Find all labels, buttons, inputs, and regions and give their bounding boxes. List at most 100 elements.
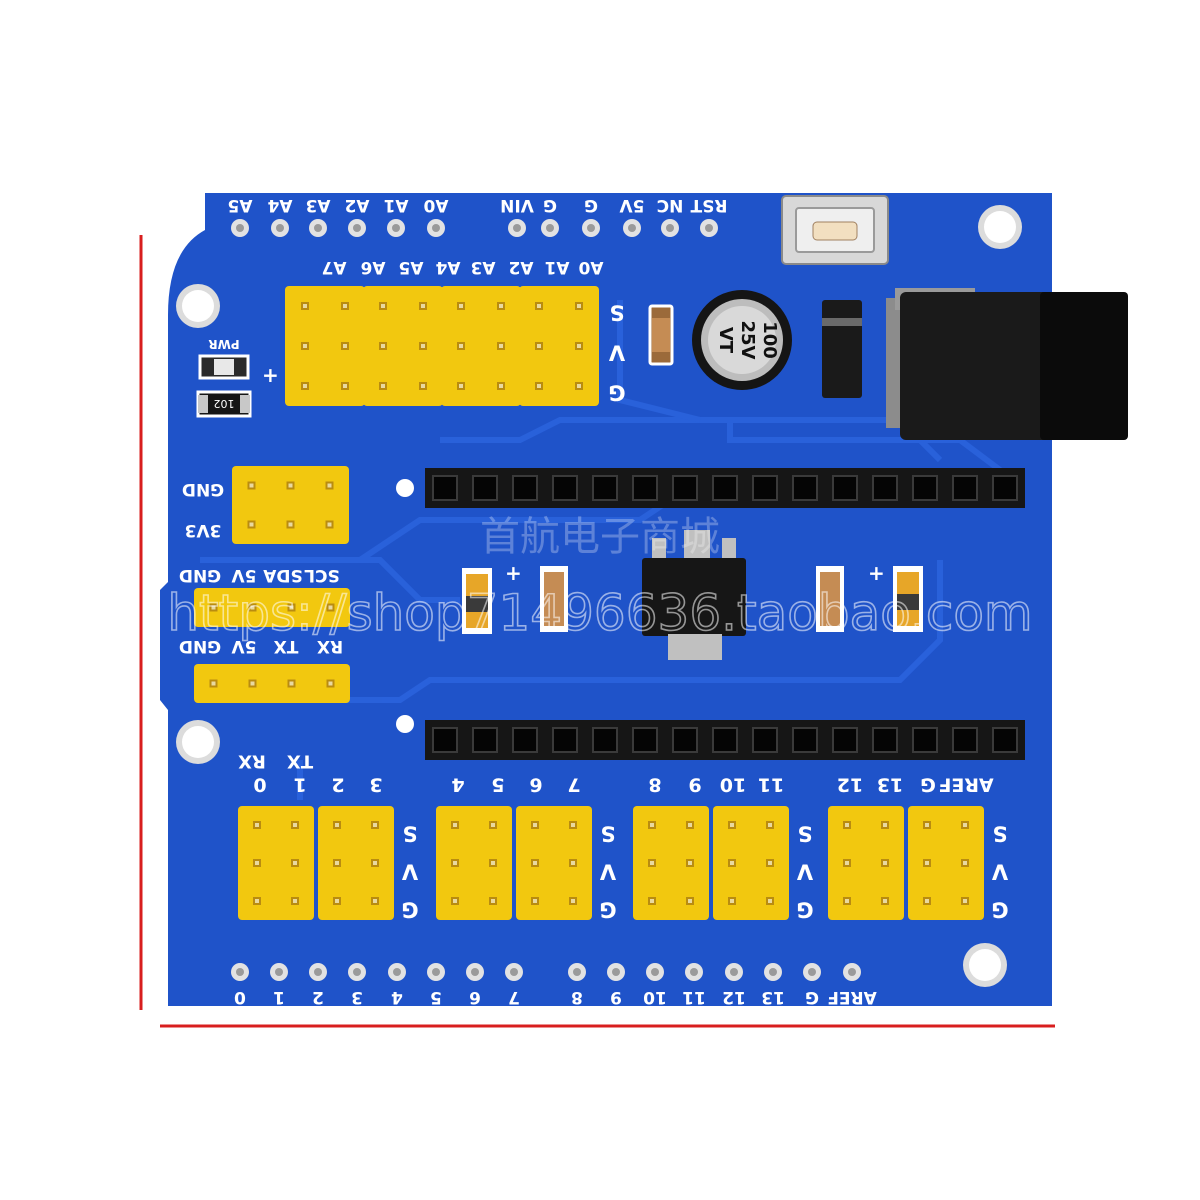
female-header-socket — [672, 727, 698, 753]
bottom-pin-pads — [231, 963, 861, 981]
uart-header-pin-tip — [328, 681, 333, 686]
bottom-label: 0 — [234, 987, 246, 1007]
analog-header-group-pin-tip — [499, 384, 503, 388]
analog-header-group-pin-tip — [381, 384, 385, 388]
analog-header-group-pin-tip — [459, 304, 463, 308]
analog-label: A5 — [399, 257, 424, 277]
analog-sensor-header — [285, 286, 599, 406]
digital-header-group-pin-tip — [963, 823, 967, 827]
smd-capacitor-1 — [648, 304, 674, 366]
female-header-socket — [712, 475, 738, 501]
digital-label: 11 — [758, 774, 784, 796]
female-header-socket — [432, 727, 458, 753]
top-pad-hole — [276, 224, 284, 232]
capacitor-marking: 100 — [759, 321, 780, 359]
female-header-socket — [992, 475, 1018, 501]
female-header-socket — [552, 475, 578, 501]
svg-text:10025VVT: 10025VVT — [715, 321, 780, 360]
top-pad-hole — [705, 224, 713, 232]
analog-header-group-pin-tip — [577, 384, 581, 388]
female-header-socket — [752, 475, 778, 501]
bottom-label: 13 — [761, 987, 785, 1007]
female-header-socket — [912, 475, 938, 501]
digital-header-group-pin-tip — [845, 823, 849, 827]
analog-header-group-pin-tip — [459, 384, 463, 388]
digital-label: 4 — [451, 774, 464, 796]
bottom-pad-hole — [612, 968, 620, 976]
digital-header-group-pin-tip — [293, 861, 297, 865]
analog-header-group-pin-tip — [303, 304, 307, 308]
analog-label: A6 — [361, 257, 386, 277]
analog-header-group-pin-tip — [537, 304, 541, 308]
top-pad-hole — [666, 224, 674, 232]
digital-header-group-pin-tip — [335, 823, 339, 827]
i2c-label: SCL — [304, 565, 340, 585]
digital-svg-label: V — [991, 859, 1008, 883]
female-header-socket — [992, 727, 1018, 753]
power-header-pin-tip — [327, 522, 332, 527]
digital-header-group-pin-tip — [533, 861, 537, 865]
power-header-pin-tip — [288, 522, 293, 527]
digital-header-group-pin-tip — [533, 823, 537, 827]
female-header-socket — [712, 727, 738, 753]
digital-header-group-pin-tip — [335, 899, 339, 903]
female-header-socket — [472, 727, 498, 753]
analog-header-group-pin-tip — [303, 344, 307, 348]
digital-header-group — [436, 806, 512, 920]
digital-header-group-pin-tip — [491, 861, 495, 865]
digital-header-group-pin-tip — [730, 823, 734, 827]
digital-header-group-pin-tip — [571, 899, 575, 903]
digital-header-group-pin-tip — [768, 823, 772, 827]
analog-svg-labels: SVG — [608, 300, 625, 404]
diode — [822, 300, 862, 398]
bottom-label: 9 — [610, 987, 622, 1007]
analog-label: A2 — [509, 257, 534, 277]
female-header-socket — [632, 475, 658, 501]
female-header-socket — [592, 727, 618, 753]
uart-header-pin-tip — [289, 681, 294, 686]
power-header-pin-tip — [249, 522, 254, 527]
digital-header-group-pin-tip — [255, 899, 259, 903]
analog-label: A1 — [545, 257, 570, 277]
mounting-holes — [176, 205, 1022, 987]
digital-header-group-pin-tip — [883, 823, 887, 827]
analog-header-group-pin-tip — [421, 344, 425, 348]
bottom-label: 6 — [469, 987, 481, 1007]
digital-label: 3 — [369, 774, 382, 796]
i2c-header-pin-tip — [211, 605, 216, 610]
digital-svg-label: S — [600, 821, 615, 845]
bottom-label: 3 — [351, 987, 363, 1007]
digital-header-group — [318, 806, 394, 920]
digital-header-group-pin-tip — [845, 861, 849, 865]
female-header-socket — [952, 475, 978, 501]
led-plus-sign: + — [262, 363, 279, 387]
top-pad-hole — [587, 224, 595, 232]
digital-header-group-pin-tip — [768, 861, 772, 865]
analog-label: A0 — [578, 257, 603, 277]
digital-label: 12 — [837, 774, 863, 796]
digital-svg-label: V — [401, 859, 418, 883]
i2c-header-pin-tip — [250, 605, 255, 610]
bottom-label: 12 — [722, 987, 746, 1007]
bottom-pad-hole — [808, 968, 816, 976]
i2c-header — [194, 588, 350, 627]
digital-svg-label: S — [992, 821, 1007, 845]
bottom-pad-hole — [573, 968, 581, 976]
analog-svg-label: G — [608, 380, 625, 404]
digital-label: 7 — [567, 774, 580, 796]
digital-header-group-pin-tip — [688, 899, 692, 903]
digital-header-group-pin-tip — [453, 823, 457, 827]
digital-sensor-headers — [238, 806, 984, 920]
bottom-pad-hole — [393, 968, 401, 976]
bottom-label: 4 — [391, 987, 403, 1007]
digital-header-group-pin-tip — [650, 861, 654, 865]
tx-rx-label: RX — [238, 750, 266, 771]
power-pin-header — [232, 466, 349, 544]
reset-button — [781, 195, 889, 265]
